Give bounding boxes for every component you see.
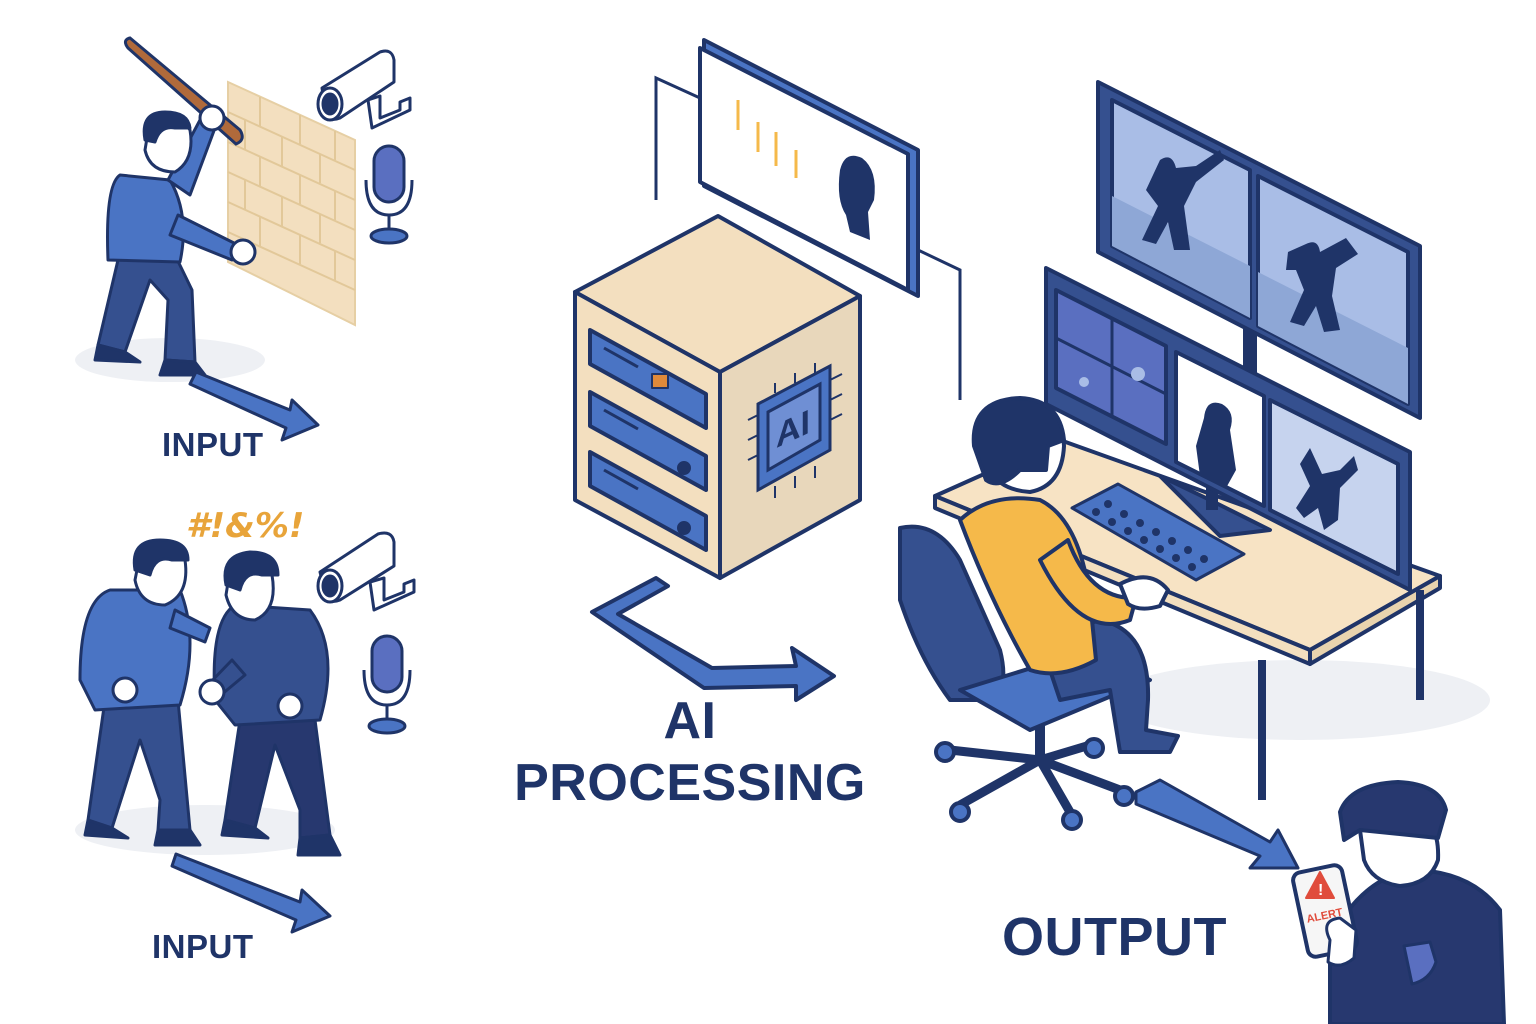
operator-figure <box>958 396 1180 754</box>
vandalism-scene <box>75 36 414 442</box>
brick-wall-icon <box>227 80 356 327</box>
security-camera-icon <box>316 49 412 130</box>
ai-processing-line1: AI <box>663 692 717 750</box>
microphone-icon <box>362 634 412 735</box>
server-icon <box>573 214 862 580</box>
arrow-icon <box>590 576 836 702</box>
monitor-icon <box>1044 266 1412 592</box>
security-camera-icon <box>316 531 416 612</box>
ai-chip-icon: AI <box>747 363 843 498</box>
ai-server: AI <box>573 38 962 702</box>
input-label-bottom: INPUT <box>152 928 254 965</box>
input-label-top: INPUT <box>162 426 264 463</box>
ai-processing-label: AI PROCESSING <box>514 690 865 815</box>
swearing-text: #!&%! <box>186 506 305 546</box>
arrow-icon <box>1134 778 1300 870</box>
argument-scene <box>75 531 416 934</box>
person-right <box>198 550 342 857</box>
attacker-figure <box>93 104 257 377</box>
analytics-screen <box>698 38 920 298</box>
svg-text:!: ! <box>1318 882 1323 899</box>
arrow-icon <box>188 370 320 442</box>
monitor-icon <box>1096 80 1422 420</box>
microphone-icon <box>364 144 414 245</box>
output-label: OUTPUT <box>1002 907 1227 967</box>
arrow-icon <box>170 852 332 934</box>
monitoring-station <box>898 80 1490 870</box>
keyboard-icon <box>1070 482 1246 582</box>
ai-processing-line2: PROCESSING <box>514 754 866 813</box>
person-left <box>78 538 212 847</box>
officer-scene: ! ALERT <box>1291 780 1506 1024</box>
